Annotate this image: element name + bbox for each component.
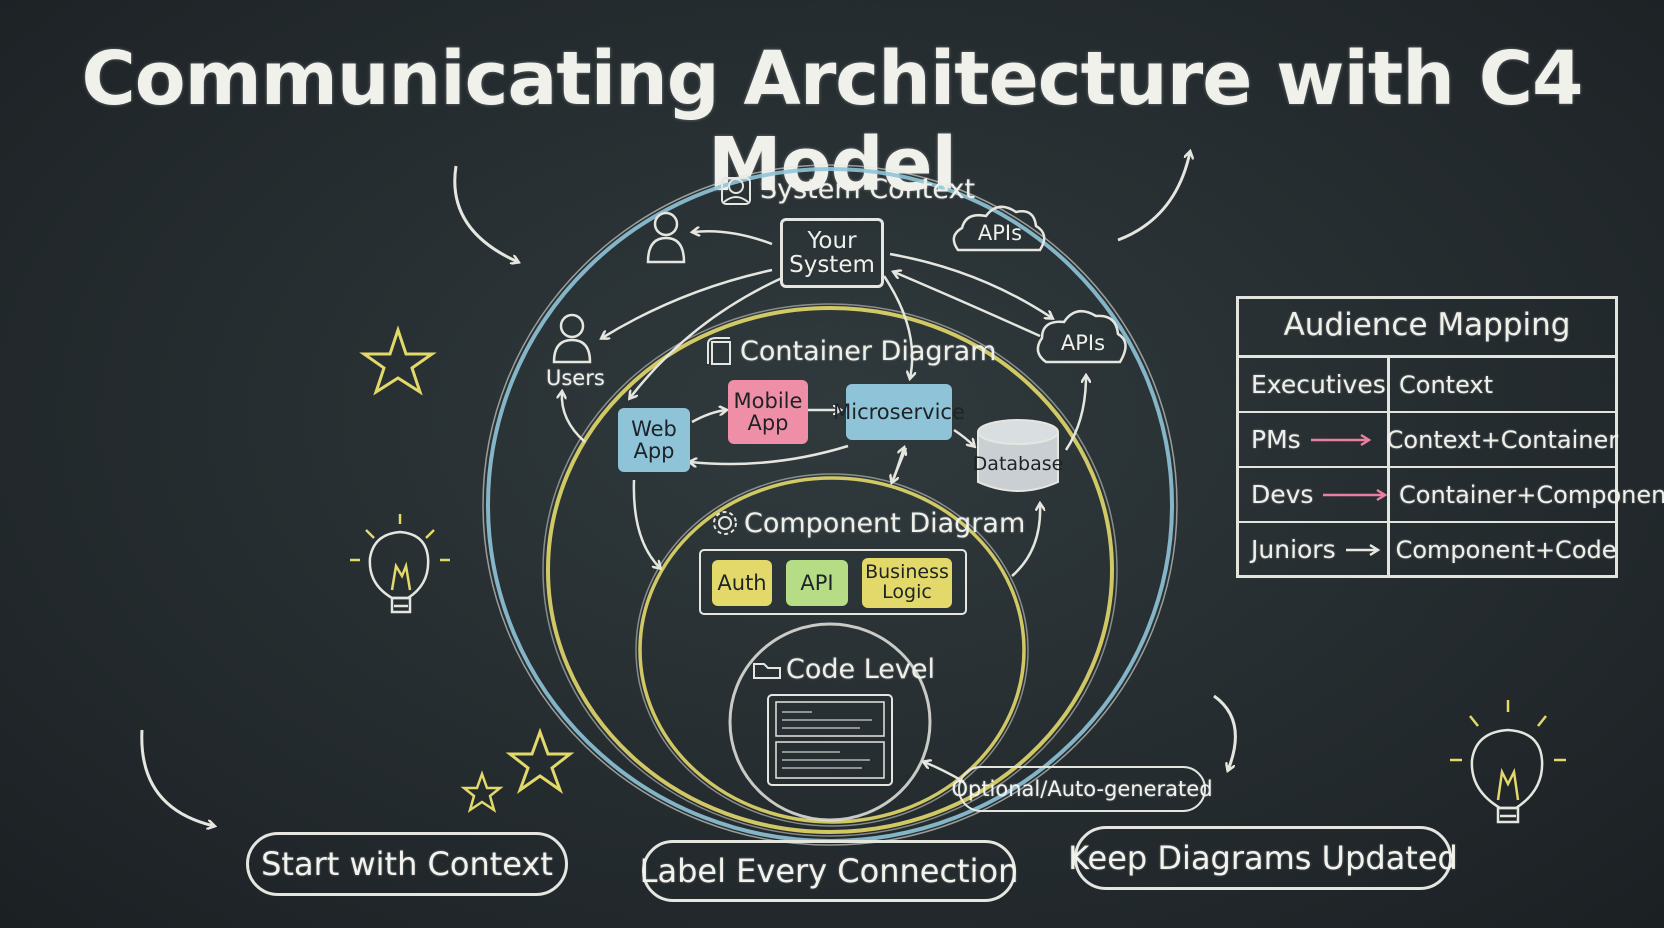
lightbulb-icon xyxy=(350,514,450,614)
table-row: Devs Container+Component xyxy=(1239,467,1664,522)
gear-icon xyxy=(713,511,737,535)
audience-mapping-table: Audience Mapping Executives Context PMs … xyxy=(1236,296,1664,578)
code-screen-icon xyxy=(767,694,893,786)
views-pms: Context+Container xyxy=(1386,425,1619,454)
level-label-system-context: System Context xyxy=(760,174,976,205)
apis-cloud-top: APIs xyxy=(977,221,1023,245)
apis-cloud-top-shape xyxy=(952,205,1046,252)
tip-start-with-context: Start with Context xyxy=(246,832,568,896)
container-icon xyxy=(707,337,731,365)
mobile-app-box: Mobile App xyxy=(728,380,808,444)
users-label: Users xyxy=(546,366,605,390)
audience-juniors: Juniors xyxy=(1251,535,1336,564)
person-icon xyxy=(646,211,686,264)
table-row: Juniors Component+Code xyxy=(1239,522,1617,577)
component-circle xyxy=(638,476,1026,824)
web-app-box: Web App xyxy=(618,408,690,472)
arrow-component-to-database xyxy=(1011,504,1040,577)
api-box: API xyxy=(786,560,848,606)
tip-keep-diagrams-updated: Keep Diagrams Updated xyxy=(1068,826,1458,890)
arrow-right-icon xyxy=(1310,433,1372,446)
decor-arrow-bottom-left xyxy=(140,729,214,826)
audience-executives: Executives xyxy=(1251,370,1386,399)
views-devs: Container+Component xyxy=(1399,480,1664,509)
arrow-system-to-person xyxy=(693,231,773,246)
component-group-box xyxy=(699,549,967,615)
auth-box: Auth xyxy=(712,560,772,606)
database-label: Database xyxy=(972,453,1064,476)
table-row: Executives Context xyxy=(1239,357,1615,412)
audience-mapping-title: Audience Mapping xyxy=(1283,307,1571,343)
your-system-box: Your System xyxy=(780,218,884,288)
arrow-right-icon xyxy=(1345,543,1380,556)
folder-icon xyxy=(753,663,781,679)
table-row: PMs Context+Container xyxy=(1239,412,1619,467)
level-label-container-diagram: Container Diagram xyxy=(740,336,997,367)
tip-label-every-connection: Label Every Connection xyxy=(640,840,1018,902)
system-context-circle-outline xyxy=(482,164,1178,846)
optional-auto-generated-label: Optional/Auto-generated xyxy=(951,766,1213,812)
level-label-component-diagram: Component Diagram xyxy=(744,508,1026,539)
database-cylinder xyxy=(977,419,1059,492)
decor-arrow-bottom-right xyxy=(1213,694,1237,770)
arrow-system-to-apis xyxy=(889,252,1052,318)
star-icon xyxy=(359,325,437,396)
apis-cloud-right-shape xyxy=(1036,309,1127,364)
star-icon xyxy=(505,727,575,794)
arrow-microservice-to-webapp xyxy=(690,444,849,464)
arrow-right-icon xyxy=(1323,488,1387,501)
component-circle-outline xyxy=(635,473,1029,827)
microservice-box: Microservice xyxy=(833,384,965,440)
code-circle xyxy=(728,622,932,822)
lightbulb-icon xyxy=(1450,700,1566,824)
arrow-webapp-to-users xyxy=(562,392,586,443)
arrow-microservice-to-database xyxy=(953,428,974,446)
star-icon xyxy=(460,770,504,813)
arrow-system-to-webapp xyxy=(630,276,783,398)
apis-cloud-right: APIs xyxy=(1060,331,1106,355)
container-circle-outline xyxy=(542,303,1118,837)
audience-devs: Devs xyxy=(1251,480,1314,509)
arrow-webapp-to-mobile xyxy=(691,410,726,424)
arrow-system-to-microservice xyxy=(882,275,912,378)
container-circle xyxy=(546,306,1114,834)
system-context-icon xyxy=(721,177,751,205)
arrow-database-to-apis xyxy=(1064,376,1086,451)
arrow-apis-to-system xyxy=(894,272,1041,338)
arrow-component-microservice xyxy=(892,448,904,479)
views-executives: Context xyxy=(1399,370,1494,399)
views-juniors: Component+Code xyxy=(1395,535,1617,564)
decor-arrow-top-right xyxy=(1117,152,1190,242)
arrow-webapp-to-component xyxy=(632,479,660,568)
business-logic-box: Business Logic xyxy=(862,558,952,608)
audience-pms: PMs xyxy=(1251,425,1301,454)
decor-arrow-top-left xyxy=(453,165,518,262)
arrow-system-to-users xyxy=(602,268,773,338)
users-icon xyxy=(552,313,592,364)
level-label-code-level: Code Level xyxy=(786,654,935,685)
